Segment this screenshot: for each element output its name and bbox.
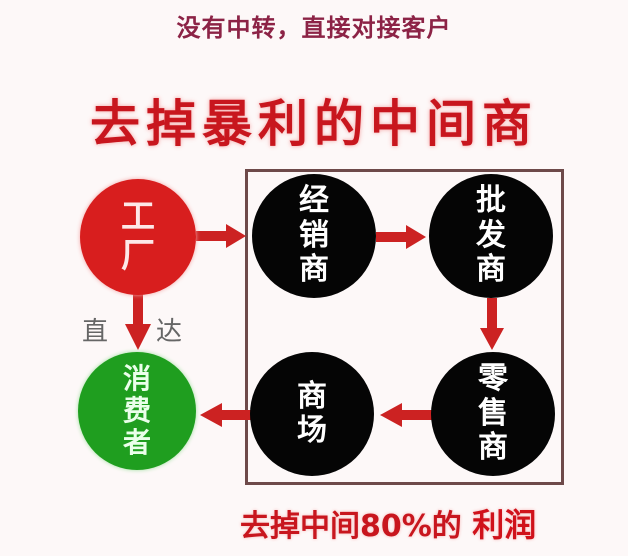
node-wholesaler-char: 发	[476, 217, 506, 253]
arrow-mall-to-consumer-icon	[200, 403, 252, 427]
node-wholesaler-char: 批	[476, 183, 506, 219]
node-dealer-char: 经	[299, 183, 329, 219]
footer-prefix: 去掉中间80%的	[240, 509, 462, 544]
subtitle: 没有中转，直接对接客户	[176, 14, 452, 42]
footer-emphasis: 利润	[472, 506, 537, 544]
node-wholesaler-char: 商	[476, 252, 506, 288]
arrow-factory-to-dealer-icon	[196, 224, 246, 248]
arrow-dealer-to-wholesaler-icon	[376, 225, 426, 249]
node-factory: 工 厂	[80, 179, 196, 295]
direct-label-left: 直	[82, 317, 109, 347]
node-retailer-char: 商	[478, 430, 508, 466]
node-consumer: 消 费 者	[78, 352, 196, 470]
node-mall: 商 场	[250, 352, 374, 476]
node-dealer: 经 销 商	[252, 174, 376, 298]
node-retailer-char: 售	[478, 395, 508, 431]
node-dealer-char: 商	[299, 252, 329, 288]
middleman-box	[245, 169, 564, 485]
arrow-wholesaler-to-retailer-icon	[480, 298, 504, 350]
node-consumer-char: 者	[122, 426, 151, 460]
node-consumer-char: 消	[122, 361, 151, 395]
node-retailer: 零 售 商	[431, 352, 555, 476]
node-mall-char: 场	[297, 413, 327, 448]
node-mall-char: 商	[297, 378, 327, 414]
arrow-factory-to-consumer-icon	[125, 292, 151, 350]
node-wholesaler: 批 发 商	[429, 174, 553, 298]
direct-label-right: 达	[156, 317, 183, 347]
footer-caption: 去掉中间80%的 利润	[240, 500, 536, 546]
node-dealer-char: 销	[299, 217, 329, 253]
page-title: 去掉暴利的中间商	[90, 95, 538, 153]
node-consumer-char: 费	[122, 393, 151, 427]
node-factory-char: 工	[121, 196, 155, 237]
node-factory-char: 厂	[121, 236, 155, 276]
node-retailer-char: 零	[478, 361, 508, 397]
arrow-retailer-to-mall-icon	[380, 403, 432, 427]
